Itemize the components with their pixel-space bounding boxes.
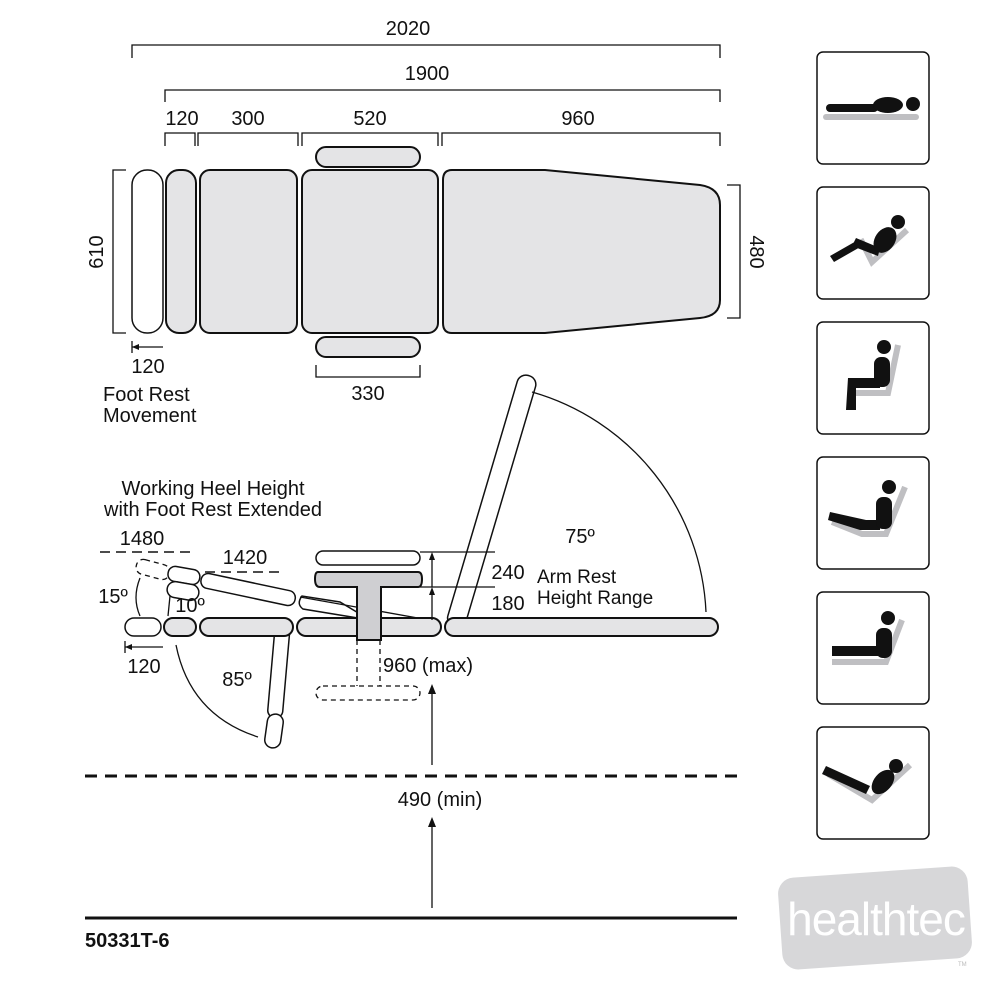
arm-rest-max bbox=[315, 550, 421, 566]
leg-angle-label: 10º bbox=[175, 595, 205, 617]
segment-label: 960 bbox=[561, 108, 594, 130]
arm-rest-bottom bbox=[315, 336, 421, 358]
logo-text: healthtec bbox=[787, 893, 965, 945]
healthtec-logo: healthtec TM bbox=[778, 866, 972, 970]
segment-label: 520 bbox=[353, 108, 386, 130]
foot-extension-label: 120 bbox=[127, 656, 160, 678]
leg-section-raised bbox=[200, 572, 297, 607]
segment-label: 120 bbox=[165, 108, 198, 130]
position-panel-flat bbox=[816, 51, 930, 165]
foot-rest-raised-extended bbox=[135, 558, 171, 581]
foot-rest-extended-outline bbox=[131, 169, 164, 334]
arm-rest-max-label: 240 bbox=[491, 562, 524, 584]
foot-rest-movement-label: Movement bbox=[103, 405, 197, 427]
back-angle-arc bbox=[531, 391, 707, 613]
foot-rest-raised-2 bbox=[166, 580, 200, 602]
foot-angle-label: 15º bbox=[98, 586, 128, 608]
dimension-2020: 2020 bbox=[131, 18, 721, 58]
model-code: 50331T-6 bbox=[85, 930, 170, 952]
dimension-610: 610 bbox=[86, 169, 126, 334]
overall-length-label: 2020 bbox=[386, 18, 431, 40]
dimension-330: 330 bbox=[315, 365, 421, 405]
leg-drop-angle-label: 85º bbox=[222, 669, 252, 691]
foot-angle-arc bbox=[135, 577, 141, 617]
segment-dimensions: 120 300 520 960 bbox=[164, 108, 721, 146]
foot-rest-side bbox=[163, 617, 197, 637]
back-section-side bbox=[444, 617, 719, 637]
top-view bbox=[131, 146, 721, 358]
back-angle-label: 75º bbox=[565, 526, 595, 548]
seat-section bbox=[301, 169, 439, 334]
top-length-label: 1900 bbox=[405, 63, 450, 85]
width-label: 610 bbox=[86, 235, 108, 268]
leg-section-side bbox=[199, 617, 294, 637]
dimension-480: 480 bbox=[727, 184, 767, 319]
head-width-label: 480 bbox=[745, 235, 767, 268]
arm-rest-range-label: Height Range bbox=[537, 588, 653, 609]
position-panel-legs-level bbox=[816, 591, 930, 705]
segment-label: 300 bbox=[231, 108, 264, 130]
arm-rest-top bbox=[315, 146, 421, 168]
max-height-label: 960 (max) bbox=[383, 655, 473, 677]
pillar-lowered bbox=[356, 640, 381, 686]
heel-height-extended-label: 1480 bbox=[120, 528, 165, 550]
dimension-1900: 1900 bbox=[164, 63, 721, 102]
foot-rest-movement: 120 Foot Rest Movement bbox=[103, 341, 197, 427]
foot-rest-lowered bbox=[263, 713, 285, 749]
position-panel-legs-up bbox=[816, 456, 930, 570]
position-panel-sitting bbox=[816, 321, 930, 435]
foot-rest-movement-value: 120 bbox=[131, 356, 164, 378]
heel-height-label-line: Working Heel Height bbox=[121, 478, 304, 500]
foot-rest-movement-label: Foot Rest bbox=[103, 384, 190, 406]
position-panel-recline bbox=[816, 186, 930, 300]
leg-section bbox=[199, 169, 298, 334]
leg-section-lowered bbox=[267, 627, 291, 719]
arm-rest-lowered bbox=[315, 685, 421, 701]
arm-rest-pillar bbox=[313, 571, 424, 641]
arm-rest-range-label: Arm Rest bbox=[537, 567, 617, 588]
foot-rest-extended-side bbox=[124, 617, 162, 637]
logo-tm: TM bbox=[958, 962, 967, 968]
leg-angle-arc bbox=[167, 595, 171, 617]
head-back-section bbox=[442, 169, 721, 334]
back-raised bbox=[446, 374, 537, 629]
leg-drop-arc bbox=[175, 644, 259, 738]
heel-height-label-line: with Foot Rest Extended bbox=[103, 499, 322, 521]
min-height-label: 490 (min) bbox=[398, 789, 482, 811]
foot-rest bbox=[165, 169, 197, 334]
heel-height-label: 1420 bbox=[223, 547, 268, 569]
heel-height-label: Working Heel Height with Foot Rest Exten… bbox=[103, 478, 322, 521]
position-panel-trendelenburg bbox=[816, 726, 930, 840]
arm-rest-min-label: 180 bbox=[491, 593, 524, 615]
arm-rest-span-label: 330 bbox=[351, 383, 384, 405]
